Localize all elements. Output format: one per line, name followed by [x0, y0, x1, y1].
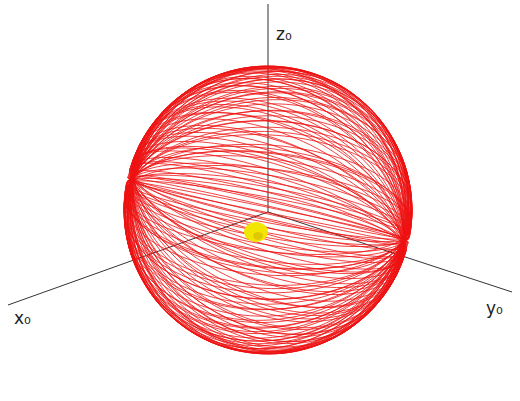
great-circle — [124, 131, 412, 288]
great-circle — [125, 151, 412, 270]
great-circle — [124, 110, 412, 309]
great-circle — [125, 86, 411, 333]
great-circle — [124, 100, 411, 321]
great-circle — [128, 71, 409, 348]
great-circle — [124, 116, 412, 304]
great-circle — [125, 166, 411, 255]
great-circle — [126, 178, 409, 241]
great-circle — [126, 76, 411, 343]
axis-label: x₀ — [14, 310, 31, 327]
great-circle — [124, 121, 412, 299]
great-circle — [124, 135, 412, 286]
great-circle — [130, 66, 407, 353]
great-circle — [126, 168, 410, 252]
great-circle — [130, 146, 407, 273]
great-circle — [126, 175, 409, 245]
great-circle — [128, 71, 409, 349]
core-blob — [244, 222, 268, 242]
z-axis — [268, 4, 269, 212]
great-circle — [124, 104, 412, 316]
great-circle — [124, 127, 412, 293]
great-circle — [130, 67, 407, 354]
great-circle — [125, 88, 411, 331]
great-circle — [124, 111, 412, 309]
yellow-core — [244, 222, 268, 242]
great-circle — [133, 107, 402, 313]
great-circle — [124, 144, 411, 275]
great-circle — [126, 173, 410, 246]
axis-label: z₀ — [276, 26, 292, 43]
great-circle — [128, 176, 408, 244]
great-circle — [124, 93, 411, 327]
great-circle — [127, 74, 409, 345]
great-circle — [125, 146, 411, 273]
great-circle — [125, 92, 411, 328]
great-circle — [132, 90, 404, 329]
trajectory-lines — [124, 66, 412, 354]
great-circle — [130, 70, 406, 350]
yellow-core-shade — [253, 232, 263, 240]
great-circle — [132, 101, 403, 319]
great-circle — [125, 151, 411, 269]
great-circle — [126, 163, 410, 257]
great-circle — [126, 181, 409, 239]
great-circle — [125, 79, 410, 341]
great-circle — [125, 156, 411, 265]
great-circle — [126, 79, 410, 341]
great-circle — [131, 141, 405, 278]
great-circle — [124, 97, 411, 322]
great-circle — [124, 121, 412, 300]
axes — [8, 4, 512, 305]
great-circle — [130, 66, 406, 354]
great-circle — [132, 125, 404, 294]
axis-label: y₀ — [486, 300, 503, 317]
